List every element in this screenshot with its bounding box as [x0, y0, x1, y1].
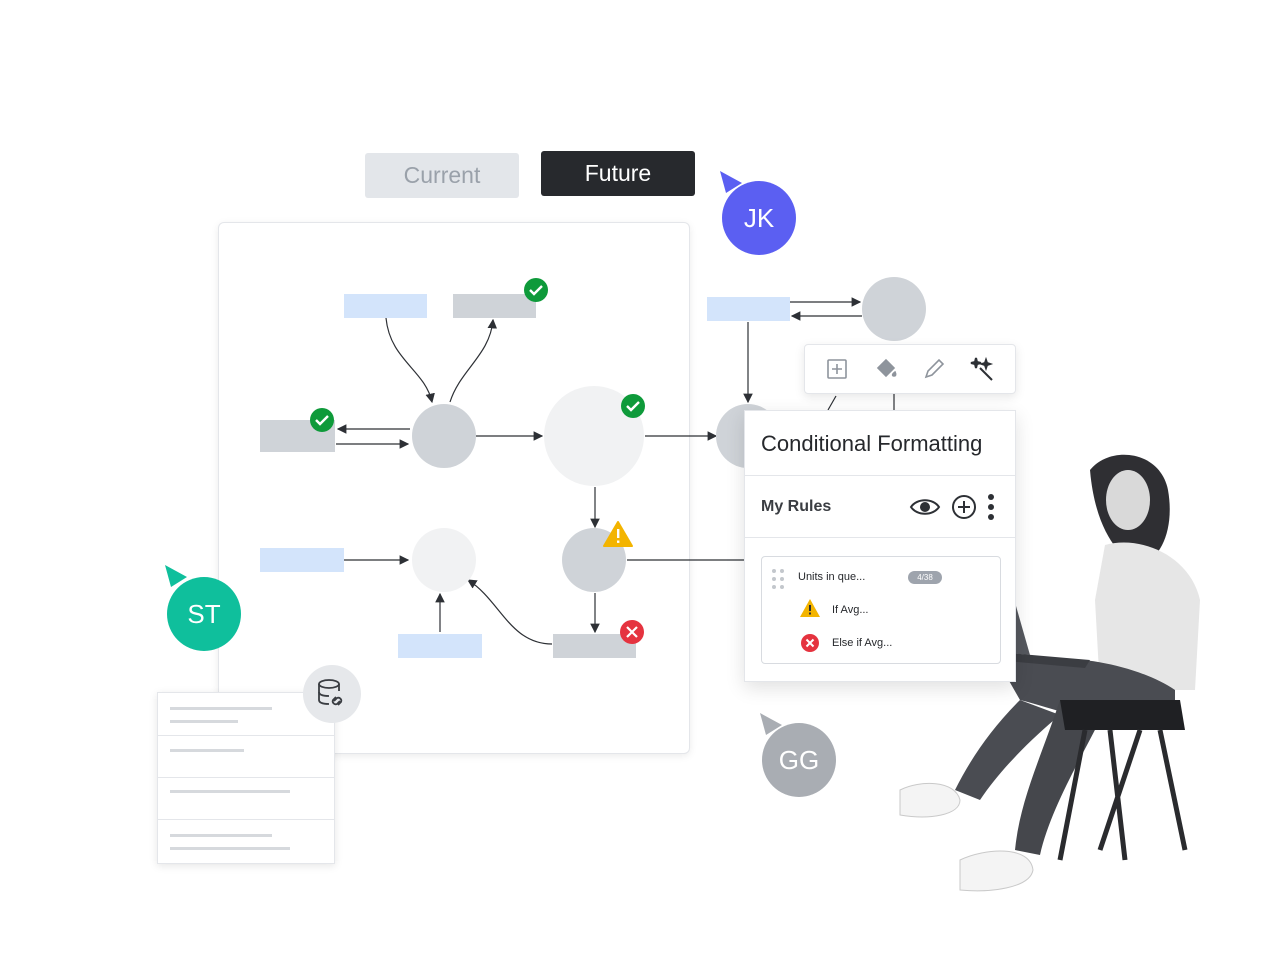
magic-wand-icon[interactable]	[965, 351, 1001, 387]
linked-database-icon[interactable]	[303, 665, 361, 723]
divider	[158, 735, 334, 736]
avatar-initials: JK	[743, 202, 775, 233]
add-rule-icon[interactable]	[951, 494, 977, 525]
gray-node	[412, 404, 476, 468]
warning-icon	[799, 598, 821, 623]
floating-toolbar	[804, 344, 1016, 394]
current-toggle-button[interactable]: Current	[365, 153, 519, 198]
blue-process-box	[707, 297, 790, 321]
cursor-pointer-icon	[165, 565, 187, 587]
cursor-pointer-icon	[720, 171, 742, 193]
blue-process-box	[344, 294, 427, 318]
person-illustration	[899, 454, 1200, 892]
blue-process-box	[398, 634, 482, 658]
light-node	[412, 528, 476, 592]
error-icon	[620, 620, 644, 644]
rule-name: Units in que...	[798, 571, 866, 583]
my-rules-label: My Rules	[761, 498, 832, 515]
connector	[827, 395, 837, 411]
placeholder-line	[170, 847, 290, 850]
rule-count-badge: 4/38	[908, 571, 942, 584]
light-node	[544, 386, 644, 486]
avatar-initials: GG	[778, 744, 820, 775]
success-check-icon	[524, 278, 548, 302]
cursor-pointer-icon	[760, 713, 782, 735]
pencil-icon[interactable]	[916, 351, 952, 387]
conditional-formatting-panel: Conditional Formatting My Rules Units in…	[744, 410, 1016, 682]
data-list-card	[157, 692, 335, 864]
warning-icon	[603, 521, 633, 547]
gray-process-box	[453, 294, 536, 318]
placeholder-line	[170, 720, 238, 723]
avatar-initials: ST	[187, 598, 221, 629]
error-icon	[800, 633, 820, 658]
connector	[385, 317, 435, 404]
condition-label: Else if Avg...	[832, 637, 893, 649]
collaborator-avatar-gg[interactable]: GG	[762, 723, 836, 797]
paint-bucket-icon[interactable]	[868, 351, 904, 387]
placeholder-line	[170, 790, 290, 793]
condition-label: If Avg...	[832, 604, 869, 616]
divider	[158, 777, 334, 778]
divider	[745, 475, 1015, 476]
blue-process-box	[260, 548, 344, 572]
drag-handle-icon[interactable]	[771, 568, 785, 595]
divider	[745, 537, 1015, 538]
placeholder-line	[170, 707, 272, 710]
more-options-icon[interactable]	[987, 493, 995, 526]
collaborator-avatar-jk[interactable]: JK	[722, 181, 796, 255]
success-check-icon	[621, 394, 645, 418]
placeholder-line	[170, 834, 272, 837]
crop-frame-icon[interactable]	[819, 351, 855, 387]
panel-title: Conditional Formatting	[761, 431, 983, 456]
gray-node	[862, 277, 926, 341]
success-check-icon	[310, 408, 334, 432]
placeholder-line	[170, 749, 244, 752]
rule-card[interactable]: Units in que... 4/38 If Avg... Else if A…	[761, 556, 1001, 664]
eye-icon[interactable]	[909, 495, 941, 524]
divider	[158, 819, 334, 820]
connector	[449, 318, 498, 403]
collaborator-avatar-st[interactable]: ST	[167, 577, 241, 651]
future-toggle-button[interactable]: Future	[541, 151, 695, 196]
connector	[466, 579, 553, 645]
